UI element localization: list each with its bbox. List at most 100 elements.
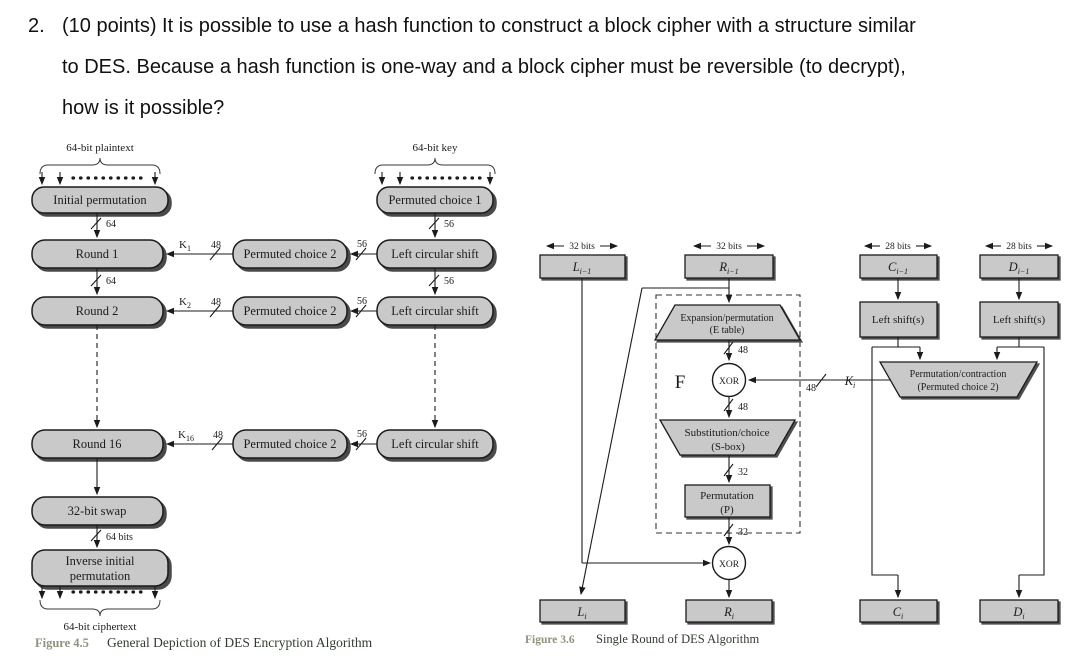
xor-key-circle (711, 362, 747, 398)
expansion-permutation-shape (653, 304, 802, 341)
plaintext-label: 64-bit plaintext (66, 142, 134, 154)
f-path-connectors (579, 278, 734, 599)
f-function-label: F (675, 372, 686, 393)
round-key-connectors (165, 247, 377, 451)
figure-4-5-caption-text: General Depiction of DES Encryption Algo… (107, 635, 373, 650)
initial-permutation-box (31, 186, 169, 214)
left-shift-d-box (979, 301, 1059, 338)
bits-48-label-2: 48 (211, 297, 221, 308)
left-shift-d-label: Left shift(s) (993, 314, 1046, 326)
c-cur-box (859, 599, 938, 623)
round-1-label: Round 1 (76, 247, 119, 261)
bits-32-xor: 32 (738, 527, 748, 538)
sbox-label-line2: (S-box) (711, 441, 745, 453)
ciphertext-output-fanout (38, 586, 161, 617)
bits-56-label-1: 56 (444, 219, 454, 230)
left-circular-shift-2-label: Left circular shift (391, 304, 479, 318)
round-2-label: Round 2 (76, 304, 119, 318)
key-label: 64-bit key (413, 142, 458, 154)
permuted-choice-2-shape (878, 361, 1039, 398)
figure-3-6-caption-text: Single Round of DES Algorithm (596, 632, 759, 646)
c-prev-label: Ci−1 (888, 260, 908, 276)
bits-48-subkey: 48 (806, 383, 816, 394)
l-cur-label: Li (576, 605, 586, 621)
xor-output-circle (711, 545, 747, 581)
question-line-3: how is it possible? (62, 97, 225, 119)
swap-label: 32-bit swap (68, 504, 127, 518)
expansion-label-line1: Expansion/permutation (680, 313, 773, 324)
bits-64-label-1: 64 (106, 219, 116, 230)
question-line-2: to DES. Because a hash function is one-w… (62, 56, 906, 78)
permutation-p-line2: (P) (720, 504, 734, 516)
permutation-p-line1: Permutation (700, 490, 754, 502)
key-input-fanin (374, 157, 496, 186)
xor-key-label: XOR (719, 377, 740, 387)
l-prev-label: Li−1 (572, 260, 592, 276)
figure-4-5-des-general-depiction: 64-bit plaintext 64-bit key Initial perm… (31, 142, 496, 650)
d-cur-label: Di (1012, 605, 1024, 621)
subkey-k2-label: K2 (179, 296, 191, 310)
permuted-choice-1-label: Permuted choice 1 (388, 193, 481, 207)
svg-text:28 bits: 28 bits (1006, 242, 1032, 252)
bits-48-label-16: 48 (213, 430, 223, 441)
question-block: 2. (10 points) It is possible to use a h… (28, 6, 916, 129)
subkey-k1-label: K1 (179, 239, 191, 253)
left-circular-shift-1-label: Left circular shift (391, 247, 479, 261)
c-cur-label: Ci (893, 605, 904, 621)
bits-56-row16: 56 (357, 429, 367, 440)
sbox-label-line1: Substitution/choice (685, 427, 770, 439)
width-label-l: 32 bits (545, 242, 619, 252)
bits-56-label-2: 56 (444, 276, 454, 287)
key-column-connectors (428, 213, 440, 429)
question-number: 2. (28, 15, 45, 37)
subkey-ki-label: Ki (844, 374, 856, 390)
key-half-connectors (747, 278, 1045, 599)
question-body: (10 points) It is possible to use a hash… (62, 6, 916, 129)
bits-32-perm: 32 (738, 467, 748, 478)
r-prev-label: Ri−1 (718, 260, 738, 276)
inverse-initial-permutation-box (31, 549, 169, 587)
bits-64bits-label: 64 bits (106, 532, 133, 543)
figure-3-6-caption-tag: Figure 3.6 (525, 634, 575, 646)
plaintext-input-fanin (38, 157, 161, 186)
question-line-1: (10 points) It is possible to use a hash… (62, 15, 916, 37)
r-cur-label: Ri (723, 605, 734, 621)
permutation-p-box (684, 484, 771, 518)
d-prev-label: Di−1 (1008, 260, 1030, 276)
subkey-k16-label: K16 (178, 429, 194, 443)
expansion-label-line2: (E table) (710, 325, 745, 336)
d-cur-box (979, 599, 1059, 623)
bits-56-row2: 56 (357, 296, 367, 307)
sbox-shape (658, 419, 797, 456)
width-label-d: 28 bits (984, 242, 1054, 252)
permuted-choice-2-label-2: Permuted choice 2 (243, 304, 336, 318)
svg-text:32 bits: 32 bits (716, 242, 742, 252)
bits-48-sbox: 48 (738, 402, 748, 413)
inverse-ip-label-line1: Inverse initial (65, 554, 135, 568)
pc2-label-line2: (Permuted choice 2) (917, 382, 998, 393)
width-label-c: 28 bits (863, 242, 933, 252)
permuted-choice-2-label-16: Permuted choice 2 (243, 437, 336, 451)
initial-permutation-label: Initial permutation (53, 193, 147, 207)
bits-48-etable: 48 (738, 345, 748, 356)
svg-text:32 bits: 32 bits (569, 242, 595, 252)
inverse-ip-label-line2: permutation (70, 569, 131, 583)
left-circular-shift-16-label: Left circular shift (391, 437, 479, 451)
left-shift-c-box (859, 301, 938, 338)
xor-output-label: XOR (719, 560, 740, 570)
permuted-choice-2-label-1: Permuted choice 2 (243, 247, 336, 261)
bits-64-label-2: 64 (106, 276, 116, 287)
left-shift-c-label: Left shift(s) (872, 314, 925, 326)
l-cur-box (539, 599, 626, 623)
r-cur-box (685, 599, 773, 623)
svg-text:28 bits: 28 bits (885, 242, 911, 252)
bits-56-row1: 56 (357, 239, 367, 250)
left-column-connectors (90, 213, 102, 549)
round-16-label: Round 16 (73, 437, 122, 451)
figure-3-6-single-round: 32 bits 32 bits 28 bits 28 bits Li−1 Ri−… (525, 242, 1059, 646)
width-label-r: 32 bits (692, 242, 766, 252)
bits-48-label-1: 48 (211, 240, 221, 251)
pc2-label-line1: Permutation/contraction (910, 369, 1007, 380)
figure-4-5-caption-tag: Figure 4.5 (35, 636, 89, 650)
